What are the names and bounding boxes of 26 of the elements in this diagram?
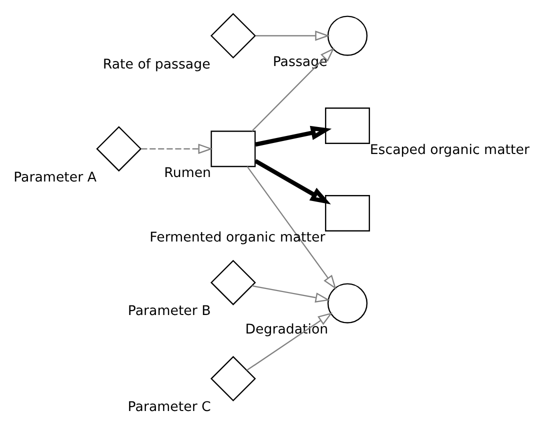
arrow <box>255 30 330 40</box>
node-label: Rumen <box>164 166 212 181</box>
node-diamond <box>210 259 256 305</box>
node-label: Parameter B <box>128 304 211 319</box>
node-label: Fermented organic matter <box>150 230 326 246</box>
node-label: Passage <box>272 54 328 70</box>
arrow <box>255 125 332 146</box>
node-circle <box>327 282 368 323</box>
node-label: Degradation <box>245 322 328 337</box>
arrow <box>141 143 213 154</box>
node-box <box>325 107 370 144</box>
node-label: Rate of passage <box>102 56 210 72</box>
node-diamond <box>96 126 142 172</box>
node-label: Parameter A <box>14 170 96 185</box>
arrow <box>252 284 330 302</box>
arrow <box>246 312 332 370</box>
node-diamond <box>210 355 256 401</box>
node-box <box>210 130 256 167</box>
arrow <box>251 47 334 132</box>
node-diamond <box>210 12 256 58</box>
arrow <box>246 166 336 290</box>
node-label: Parameter C <box>128 400 211 415</box>
node-label: Escaped organic matter <box>370 142 530 158</box>
arrow <box>254 158 331 204</box>
node-box <box>325 194 370 232</box>
node-circle <box>327 15 368 56</box>
